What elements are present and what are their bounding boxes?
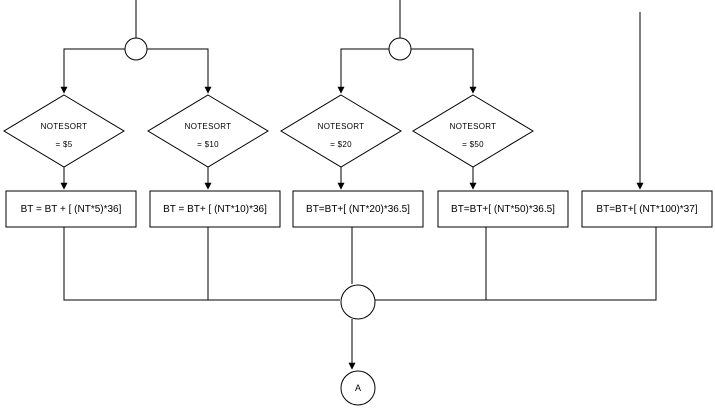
decision-condition: = $10 xyxy=(197,140,219,149)
connector-to-decision-5 xyxy=(60,48,125,94)
branch-node-left xyxy=(124,37,148,61)
process-text: BT=BT+[ (NT*20)*36.5] xyxy=(306,204,410,215)
decision-label: NOTESORT xyxy=(41,122,88,131)
connector-to-decision-20 xyxy=(337,48,389,94)
process-box-10: BT = BT+ [ (NT*10)*36] xyxy=(149,190,281,228)
decision-label: NOTESORT xyxy=(318,122,365,131)
merge-line-100 xyxy=(370,227,657,301)
decision-condition: = $20 xyxy=(330,140,352,149)
decision-notesort-10: NOTESORT = $10 xyxy=(147,94,269,168)
merge-line-5 xyxy=(63,227,340,301)
decision-condition: = $5 xyxy=(56,140,73,149)
process-text: BT = BT + [ (NT*5)*36] xyxy=(21,204,122,215)
process-box-20: BT=BT+[ (NT*20)*36.5] xyxy=(292,190,424,228)
process-text: BT = BT+ [ (NT*10)*36] xyxy=(163,204,267,215)
process-box-5: BT = BT + [ (NT*5)*36] xyxy=(5,190,137,228)
decision-notesort-5: NOTESORT = $5 xyxy=(3,94,125,168)
connector-to-decision-10 xyxy=(147,48,212,94)
process-text: BT=BT+[ (NT*100)*37] xyxy=(596,204,697,215)
branch-node-middle xyxy=(388,37,412,61)
decision-label: NOTESORT xyxy=(185,122,232,131)
connector-to-decision-50 xyxy=(411,48,477,94)
decision-notesort-20: NOTESORT = $20 xyxy=(280,94,402,168)
off-page-connector-a: A xyxy=(340,370,376,406)
decision-condition: = $50 xyxy=(462,140,484,149)
merge-node xyxy=(340,284,376,320)
process-box-50: BT=BT+[ (NT*50)*36.5] xyxy=(437,190,569,228)
process-text: BT=BT+[ (NT*50)*36.5] xyxy=(451,204,555,215)
process-box-100: BT=BT+[ (NT*100)*37] xyxy=(581,190,713,228)
connector-label: A xyxy=(355,383,361,393)
decision-label: NOTESORT xyxy=(450,122,497,131)
decision-notesort-50: NOTESORT = $50 xyxy=(412,94,534,168)
